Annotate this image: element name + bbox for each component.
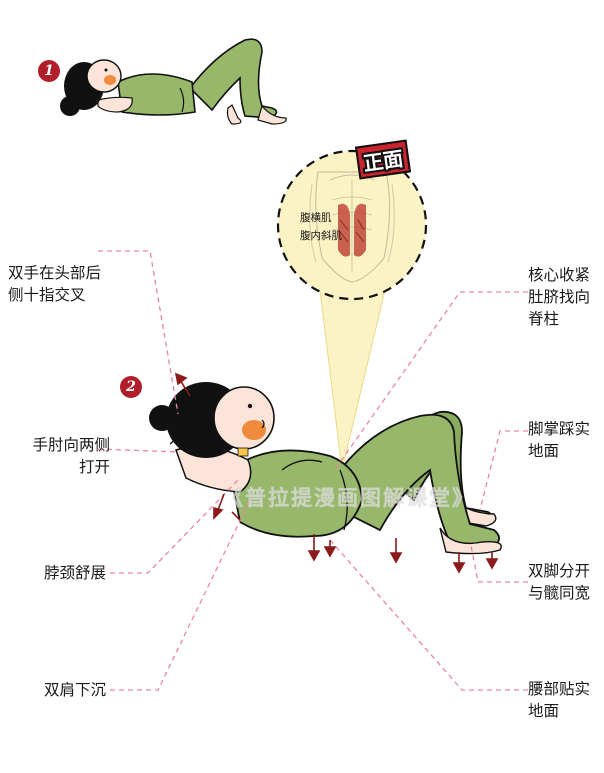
step-2-badge: 2 [120, 376, 142, 398]
figure-1 [60, 38, 287, 125]
label-waist: 腰部贴实 地面 [528, 680, 591, 720]
figure-2 [149, 382, 502, 555]
muscle-label-internal-oblique: 腹内斜肌 [300, 230, 342, 242]
label-core: 核心收紧 肚脐找向 脊柱 [528, 266, 591, 328]
label-elbows: 手肘向两侧 打开 [32, 436, 110, 476]
label-neck: 脖颈舒展 [44, 564, 107, 582]
watermark: 《普拉提漫画图解课堂》 [222, 486, 475, 511]
direction-arrows [174, 372, 499, 574]
anatomy-magnifier [276, 149, 428, 301]
label-feet-apart: 双脚分开 与髋同宽 [528, 562, 591, 602]
label-shoulders: 双肩下沉 [44, 681, 107, 699]
muscle-label-transversus: 腹横肌 [300, 212, 332, 224]
label-feet: 脚掌踩实 地面 [528, 420, 591, 460]
label-hands: 双手在头部后 侧十指交叉 [8, 264, 102, 304]
leader-lines [97, 250, 528, 691]
step-1-badge: 1 [38, 60, 60, 82]
